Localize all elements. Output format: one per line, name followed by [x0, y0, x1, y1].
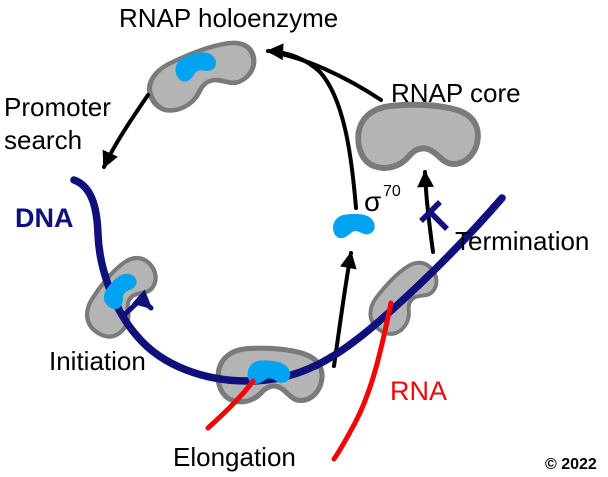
- copyright-text: © 2022: [545, 456, 597, 473]
- core-recycling-arrow: [270, 50, 383, 102]
- sigma-binding-arrow: [266, 43, 358, 210]
- rna-strand-termination: [331, 300, 394, 462]
- label-rnap-holoenzyme: RNAP holoenzyme: [119, 3, 338, 33]
- transcription-start-arrow: [119, 289, 154, 320]
- label-elongation: Elongation: [173, 442, 296, 472]
- terminator-symbol: [419, 200, 449, 231]
- label-termination: Termination: [455, 226, 589, 256]
- rna-strand-elongation: [205, 378, 256, 431]
- label-rna: RNA: [390, 376, 447, 406]
- label-promoter-search-line1: Promoter: [4, 92, 111, 122]
- label-sigma: σ: [364, 186, 381, 217]
- label-dna: DNA: [15, 203, 74, 233]
- rnap-holoenzyme-blob: [142, 33, 261, 118]
- label-rnap-core: RNAP core: [391, 78, 521, 108]
- label-promoter-search-line2: search: [4, 125, 82, 155]
- promoter-search-arrow: [102, 93, 150, 169]
- label-sigma-superscript: 70: [383, 183, 401, 200]
- dna-strand: [70, 176, 506, 385]
- rnap-core-blob: [358, 105, 478, 168]
- label-initiation: Initiation: [49, 346, 146, 376]
